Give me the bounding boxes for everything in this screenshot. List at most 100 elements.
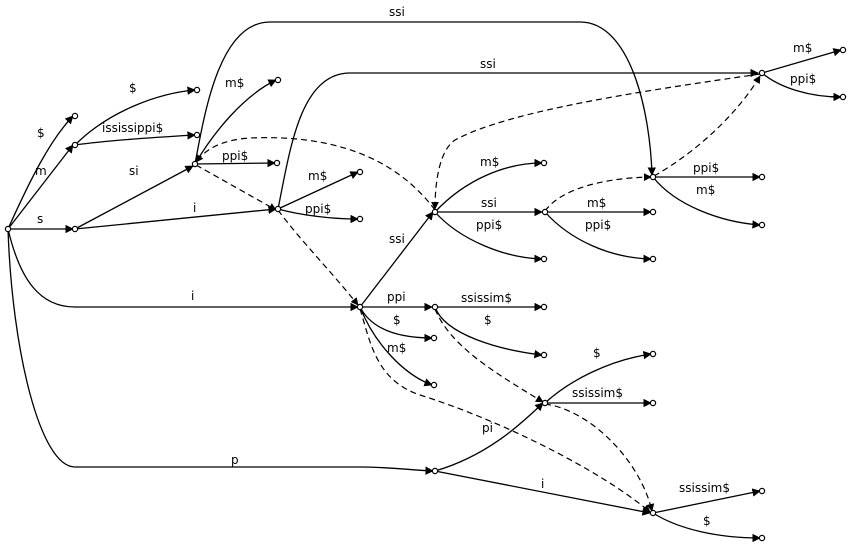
- edge-labels: $ m s i p $ ississippi$ si i ssi m$ ppi$…: [35, 5, 816, 528]
- leaf-node: [649, 208, 657, 216]
- leaf-node: [430, 381, 438, 389]
- node-pip: [541, 399, 549, 407]
- label-si-ppi: ppi$: [222, 149, 248, 163]
- leaf-node: [274, 76, 282, 84]
- label-itop-dollar: $: [393, 313, 401, 327]
- leaf-node: [540, 159, 548, 167]
- label-itop-ssi: ssi: [389, 232, 405, 246]
- edge-si-ssi: [194, 21, 656, 176]
- leaf-node: [540, 303, 548, 311]
- label-ssii-m: m$: [480, 155, 499, 169]
- label-root-p: p: [231, 453, 239, 467]
- leaf-node: [430, 334, 438, 342]
- label-ssiss-ppi: ppi$: [693, 161, 719, 175]
- node-ssiis: [541, 208, 549, 216]
- suffix-link-ppi-to-pip: [434, 308, 544, 403]
- label-i-m: m$: [308, 169, 327, 183]
- leaf-node: [540, 351, 548, 359]
- leaf-node: [758, 221, 766, 229]
- label-p-pi: pi: [482, 421, 493, 435]
- label-ssii-ssi: ssi: [481, 196, 497, 210]
- label-pip-ssissim: ssissim$: [572, 386, 623, 400]
- edge-ssii-ppi: [434, 211, 543, 264]
- edge-ip-dollar: [652, 512, 761, 543]
- label-itop-ppi: ppi: [387, 290, 406, 304]
- leaf-node: [649, 255, 657, 263]
- edge-si-m: [194, 79, 277, 165]
- label-ssiss-m: m$: [696, 183, 715, 197]
- label-ip-ssissim: ssissim$: [679, 481, 730, 495]
- leaf-node: [839, 93, 847, 101]
- label-m-dollar: $: [129, 81, 137, 95]
- edge-ssiis-ppi: [544, 211, 652, 264]
- edge-i-ppi: [277, 208, 359, 224]
- edge-si-ppi: [194, 158, 276, 168]
- leaf-node: [193, 86, 201, 94]
- suffix-link-itop-to-ip: [359, 308, 651, 513]
- tree-edges: [7, 21, 842, 543]
- label-itop-m: m$: [387, 341, 406, 355]
- leaf-node: [356, 215, 364, 223]
- edge-i-ssi: [277, 68, 759, 210]
- label-ssii-ppi: ppi$: [476, 218, 502, 232]
- label-ppi-dollar: $: [484, 313, 492, 327]
- edge-itop-dollar: [359, 306, 433, 343]
- edge-root-i: [7, 228, 359, 312]
- edge-pip-dollar: [544, 350, 652, 404]
- node-itop: [356, 303, 364, 311]
- suffix-link-itop-to-si: [195, 137, 436, 211]
- leaf-node: [758, 534, 766, 542]
- edge-p-i: [434, 470, 651, 516]
- edge-ip-ssissim: [652, 488, 761, 514]
- label-root-dollar: $: [37, 126, 45, 140]
- label-s-si: si: [129, 164, 139, 178]
- node-ip: [649, 509, 657, 517]
- leaf-node: [649, 399, 657, 407]
- node-s: [71, 225, 79, 233]
- label-ssim-m: m$: [793, 41, 812, 55]
- label-root-m: m: [35, 164, 47, 178]
- node-si: [191, 160, 199, 168]
- label-i-ssi: ssi: [480, 57, 496, 71]
- edge-ssii-m: [434, 158, 543, 213]
- label-ssiis-ppi: ppi$: [585, 218, 611, 232]
- suffix-link-ssiss-to-ssim: [653, 75, 761, 177]
- label-root-s: s: [37, 212, 43, 226]
- node-ssii: [431, 208, 439, 216]
- label-m-ississippi: ississippi$: [102, 121, 163, 135]
- suffix-link-si-to-i: [195, 164, 277, 211]
- label-si-m: m$: [225, 76, 244, 90]
- edge-root-dollar: [7, 115, 74, 230]
- node-i: [274, 205, 282, 213]
- edge-itop-m: [359, 306, 433, 387]
- node-p: [431, 467, 439, 475]
- node-m: [71, 141, 79, 149]
- edge-i-m: [277, 171, 359, 210]
- label-ip-dollar: $: [703, 514, 711, 528]
- suffix-link-i-to-itop: [277, 209, 359, 306]
- edge-p-pi: [434, 402, 544, 472]
- leaf-node: [356, 168, 364, 176]
- node-root: [4, 225, 12, 233]
- edge-root-p: [7, 228, 434, 475]
- label-p-i: i: [541, 477, 544, 491]
- leaf-node: [71, 112, 79, 120]
- label-si-ssi: ssi: [389, 5, 405, 19]
- label-ssiis-m: m$: [587, 196, 606, 210]
- suffix-link-pip-to-ip: [544, 403, 655, 512]
- label-i-ppi: ppi$: [305, 202, 331, 216]
- leaf-node: [649, 350, 657, 358]
- edge-s-i: [74, 205, 277, 230]
- label-pip-dollar: $: [593, 346, 601, 360]
- leaf-node: [193, 131, 201, 139]
- edge-root-m: [7, 144, 74, 230]
- leaf-node: [540, 255, 548, 263]
- label-s-i: i: [193, 201, 196, 215]
- label-root-i: i: [191, 289, 194, 303]
- leaf-node: [758, 487, 766, 495]
- edge-ssim-m: [761, 48, 842, 74]
- suffix-links: [195, 73, 761, 513]
- edge-m-dollar: [74, 86, 196, 146]
- edge-ppi-dollar: [434, 306, 543, 359]
